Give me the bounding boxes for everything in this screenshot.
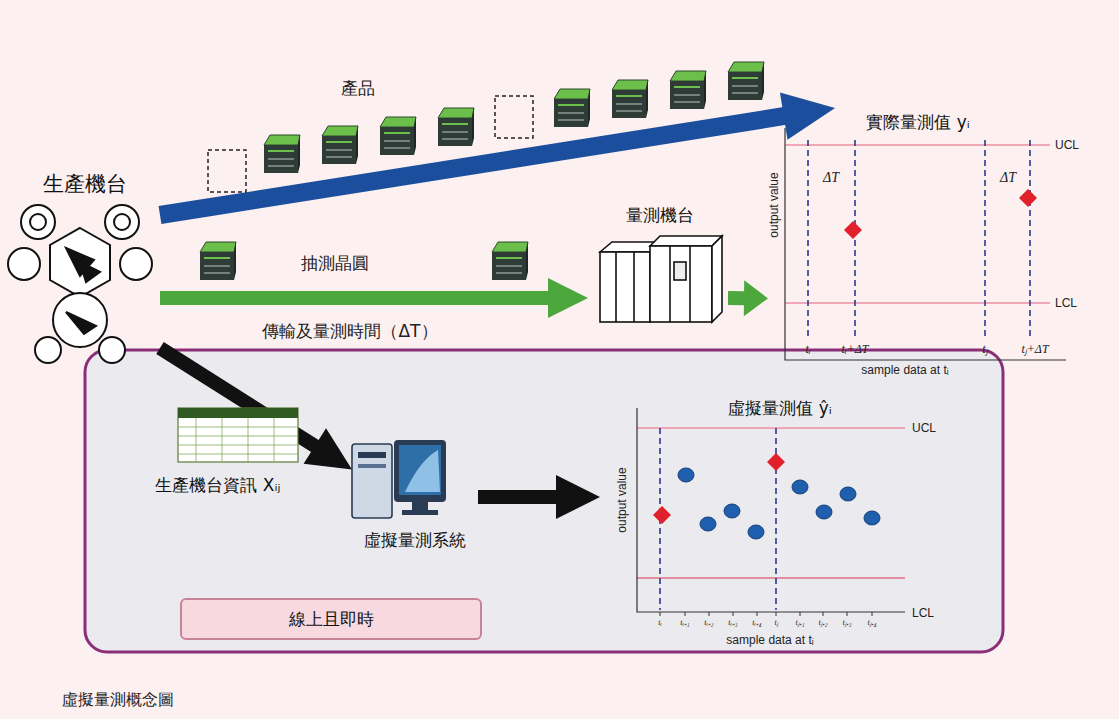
chart-label: tⱼ+ΔT (1021, 342, 1048, 356)
metrology-tool: 量測機台 (588, 198, 728, 323)
sampling-arrow (160, 278, 588, 318)
chart-label: UCL (1055, 138, 1079, 152)
chart-label: tᵢ+ΔT (841, 342, 868, 356)
node-label: 生產機台 (43, 172, 127, 197)
node-label: 虛擬量測值 ŷᵢ (728, 398, 832, 418)
arrowhead (548, 278, 588, 318)
arrowhead (556, 475, 600, 519)
chart-label: tⱼ₊₃ (842, 618, 851, 628)
chart-label: tᵢ (805, 342, 810, 356)
edge-label: 抽測晶圓 (301, 253, 369, 273)
tool-data-table: 生產機台資訊 Xᵢⱼ (150, 405, 300, 500)
chart-label: tⱼ (774, 618, 777, 628)
chart-label: tᵢ₊₄ (752, 618, 761, 628)
chart-label: LCL (1055, 296, 1077, 310)
node-label: 生產機台資訊 Xᵢⱼ (155, 475, 280, 495)
node-label: 線上且即時 (289, 609, 374, 629)
product-flow-arrow (160, 92, 835, 215)
chart-label: ΔT (1000, 170, 1016, 187)
connector-line (728, 291, 745, 305)
chart-label: tⱼ (982, 342, 987, 356)
sample-wafers (200, 242, 528, 280)
virtual-chart-plot (637, 408, 905, 616)
chart-label: tᵢ (658, 618, 662, 628)
connector-line (160, 291, 549, 305)
arrowhead (304, 428, 352, 469)
computer-icon (352, 440, 446, 518)
chart-label: sample data at tᵢ (726, 633, 813, 647)
chart-label: tᵢ₊₃ (728, 618, 737, 628)
chart-label: sample data at tᵢ (861, 363, 948, 377)
vm-system: 虛擬量測系統 (352, 432, 478, 557)
chart-label: tⱼ₊₁ (795, 618, 804, 628)
chart-label: ΔT (823, 170, 839, 187)
production-tool: 生產機台 (8, 168, 160, 368)
chart-label: 傳輸及量測時間（ΔT） (262, 321, 437, 341)
actual-measurement-chart: 實際量測值 yᵢ (768, 108, 1080, 380)
connector-line (478, 490, 557, 504)
metrology-output-arrow (728, 280, 768, 316)
chart-label: tᵢ₊₂ (704, 618, 713, 628)
chart-label: tⱼ₊₂ (818, 618, 827, 628)
data-table-icon (178, 408, 298, 462)
figure-caption: 虛擬量測概念圖 (62, 690, 174, 709)
actual-chart-plot (785, 128, 1066, 360)
vm-output-arrow (478, 475, 600, 519)
edge-label: 產品 (341, 78, 375, 98)
node-label: 實際量測值 yᵢ (866, 112, 970, 132)
node-label: 虛擬量測系統 (364, 530, 466, 550)
cluster-tool-icon (8, 205, 152, 363)
product-wafers (208, 62, 764, 192)
chart-label: tᵢ₊₁ (680, 618, 689, 628)
node-label: 量測機台 (626, 205, 694, 225)
tool-data-arrow (160, 348, 352, 470)
chart-label: tⱼ₊₄ (867, 618, 876, 628)
chart-label: LCL (912, 606, 934, 620)
axis-title: output value (767, 172, 781, 237)
chart-label: UCL (912, 421, 936, 435)
metrology-tool-icon (600, 236, 722, 322)
arrowhead (780, 92, 835, 139)
online-realtime-box: 線上且即時 (180, 598, 482, 640)
virtual-measurement-chart: 虛擬量測值 ŷᵢ (600, 398, 940, 648)
arrowhead (744, 280, 768, 316)
axis-title: output value (615, 467, 629, 532)
